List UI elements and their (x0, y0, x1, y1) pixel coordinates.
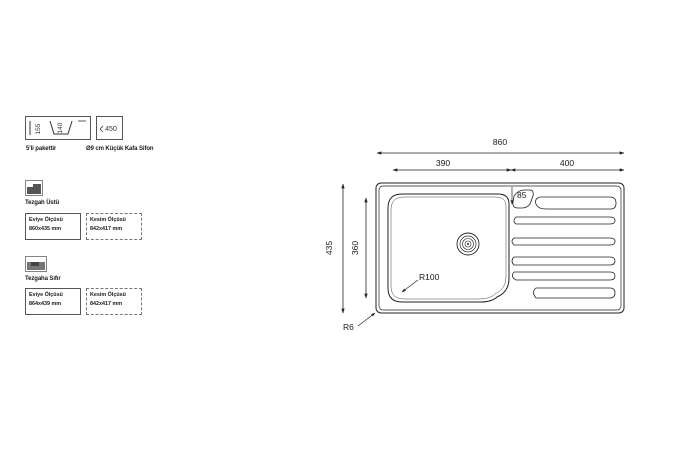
flush-sink-label: Eviye Ölçüsü (29, 292, 63, 298)
bowl-radius-label: R100 (419, 272, 440, 282)
width-label: 860 (493, 137, 507, 147)
flush-sink-size: 864x439 mm (29, 301, 62, 307)
bowl-outline (387, 193, 510, 303)
depth-outer-label: 155 (35, 123, 42, 134)
sink-outer-rim (375, 182, 625, 314)
pack-label: 5'li pakettir (26, 146, 57, 152)
offset-label: 85 (517, 190, 527, 200)
overmount-cut-size-box: Kesim Ölçüsü 842x417 mm (86, 213, 142, 240)
siphon-label: Ø9 cm Küçük Kafa Sifon (86, 146, 154, 152)
overmount-sink-size: 860x435 mm (29, 226, 62, 232)
flush-cut-label: Kesim Ölçüsü (90, 292, 126, 298)
overflow-outline (512, 189, 534, 209)
bowl-height-label: 360 (350, 241, 360, 255)
drainer-width-label: 400 (560, 158, 574, 168)
sink-inner-rim (378, 185, 622, 311)
drainer-grooves (511, 196, 617, 299)
siphon-thumbnail: 450 (96, 116, 123, 140)
flush-title: Tezgaha Sıfır (25, 276, 61, 282)
corner-radius-label: R6 (343, 322, 354, 332)
bowl-width-label: 390 (436, 158, 450, 168)
corner-radius-leader (357, 312, 376, 327)
siphon-size-label: 450 (105, 126, 117, 133)
bowl-radius-leader (401, 279, 419, 293)
overmount-cut-label: Kesim Ölçüsü (90, 217, 126, 223)
siphon-icon: 450 (99, 125, 117, 133)
bowl-profile-icon: 155 140 (29, 120, 86, 135)
overmount-sink-size-box: Eviye Ölçüsü 860x435 mm (25, 213, 81, 240)
height-label: 435 (324, 241, 334, 255)
flush-cut-size-box: Kesim Ölçüsü 842x417 mm (86, 288, 142, 315)
flush-sink-size-box: Eviye Ölçüsü 864x439 mm (25, 288, 81, 315)
overmount-cut-size: 842x417 mm (90, 226, 123, 232)
overmount-title: Tezgah Üstü (25, 200, 60, 206)
overmount-icon (25, 180, 43, 196)
bowl-inner-outline (390, 196, 507, 300)
flush-cut-size: 842x417 mm (90, 301, 123, 307)
depth-inner-label: 140 (57, 122, 64, 133)
overmount-sink-label: Eviye Ölçüsü (29, 217, 63, 223)
flush-icon (25, 256, 47, 272)
drain-icon (456, 232, 480, 256)
bowl-depth-thumbnail: 155 140 (25, 116, 91, 140)
